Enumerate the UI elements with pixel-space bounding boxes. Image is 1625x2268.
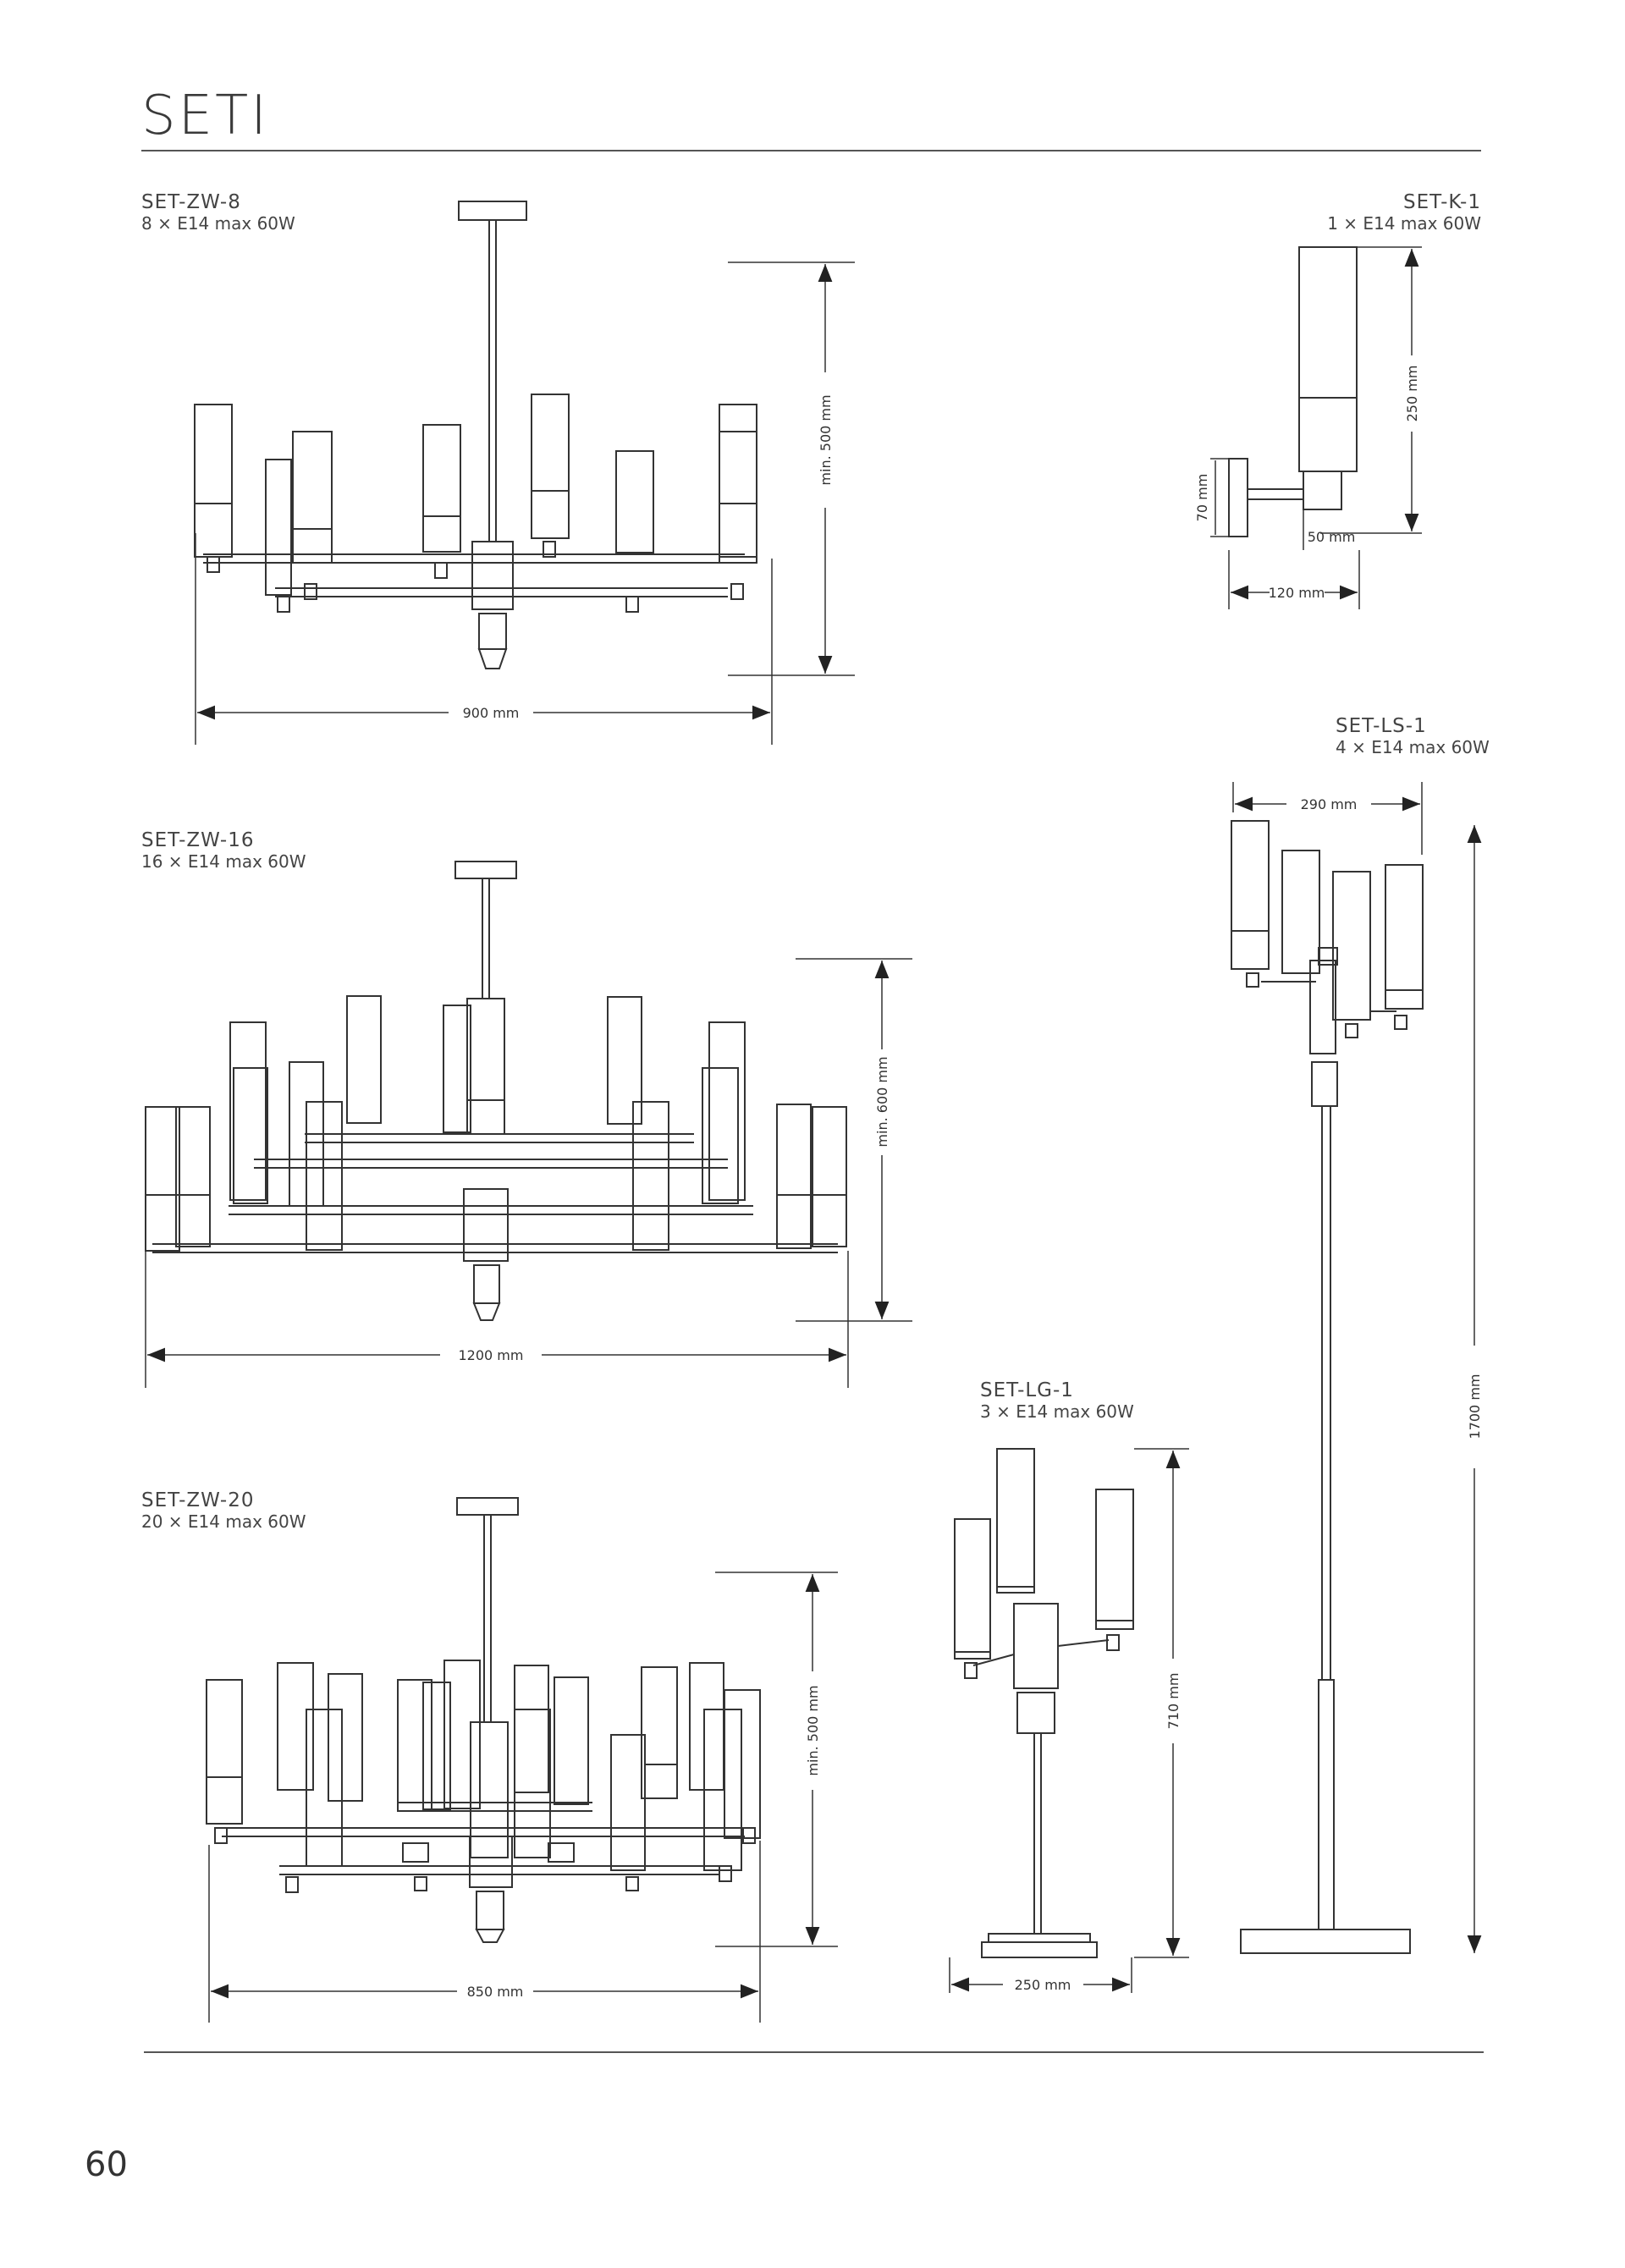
product-code: SET-K-1 <box>1403 191 1481 213</box>
dim-width-set-zw-20: 850 mm <box>467 1984 524 2000</box>
dim-height-set-k-1: 250 mm <box>1404 366 1420 422</box>
product-code: SET-LG-1 <box>980 1379 1074 1401</box>
product-spec: 20 × E14 max 60W <box>141 1511 306 1532</box>
dim-height-set-zw-8: min. 500 mm <box>818 394 834 485</box>
set-k-1-drawing <box>1210 246 1422 609</box>
product-label-set-k-1: SET-K-1 1 × E14 max 60W <box>1227 191 1481 234</box>
product-label-set-zw-16: SET-ZW-16 16 × E14 max 60W <box>141 829 306 872</box>
product-spec: 3 × E14 max 60W <box>980 1401 1134 1422</box>
set-zw-16-drawing <box>145 861 912 1388</box>
dim-width-set-lg-1: 250 mm <box>1015 1977 1071 1993</box>
dim-width-set-zw-16: 1200 mm <box>459 1347 524 1363</box>
set-ls-1-drawing <box>1231 782 1482 1954</box>
product-spec: 8 × E14 max 60W <box>141 213 295 234</box>
product-label-set-zw-20: SET-ZW-20 20 × E14 max 60W <box>141 1489 306 1532</box>
product-spec: 16 × E14 max 60W <box>141 851 306 872</box>
product-label-set-ls-1: SET-LS-1 4 × E14 max 60W <box>1336 715 1490 757</box>
dim-width-set-zw-8: 900 mm <box>463 705 520 721</box>
dim-height-set-lg-1: 710 mm <box>1165 1673 1182 1730</box>
product-code: SET-ZW-16 <box>141 829 255 851</box>
dim-width-set-ls-1: 290 mm <box>1301 796 1358 812</box>
dim-height-set-zw-16: min. 600 mm <box>874 1056 890 1147</box>
product-label-set-lg-1: SET-LG-1 3 × E14 max 60W <box>980 1379 1134 1422</box>
set-zw-20-drawing <box>206 1497 838 2023</box>
product-code: SET-ZW-8 <box>141 191 241 213</box>
product-code: SET-ZW-20 <box>141 1489 255 1511</box>
set-zw-8-drawing <box>194 201 855 745</box>
page-number: 60 <box>85 2145 128 2184</box>
product-spec: 1 × E14 max 60W <box>1327 213 1481 234</box>
page-title: SETI <box>141 85 270 147</box>
product-spec: 4 × E14 max 60W <box>1336 737 1490 757</box>
dim-mount-set-k-1: 70 mm <box>1194 474 1210 522</box>
dim-height-set-zw-20: min. 500 mm <box>805 1685 821 1775</box>
header-divider <box>141 150 1481 151</box>
product-code: SET-LS-1 <box>1336 715 1427 737</box>
dim-height-set-ls-1: 1700 mm <box>1467 1374 1483 1440</box>
product-label-set-zw-8: SET-ZW-8 8 × E14 max 60W <box>141 191 295 234</box>
footer-divider <box>144 2051 1484 2053</box>
set-lg-1-drawing <box>949 1448 1189 1993</box>
dim-projection-set-k-1: 120 mm <box>1269 585 1325 601</box>
dim-depth-set-k-1: 50 mm <box>1308 529 1356 545</box>
